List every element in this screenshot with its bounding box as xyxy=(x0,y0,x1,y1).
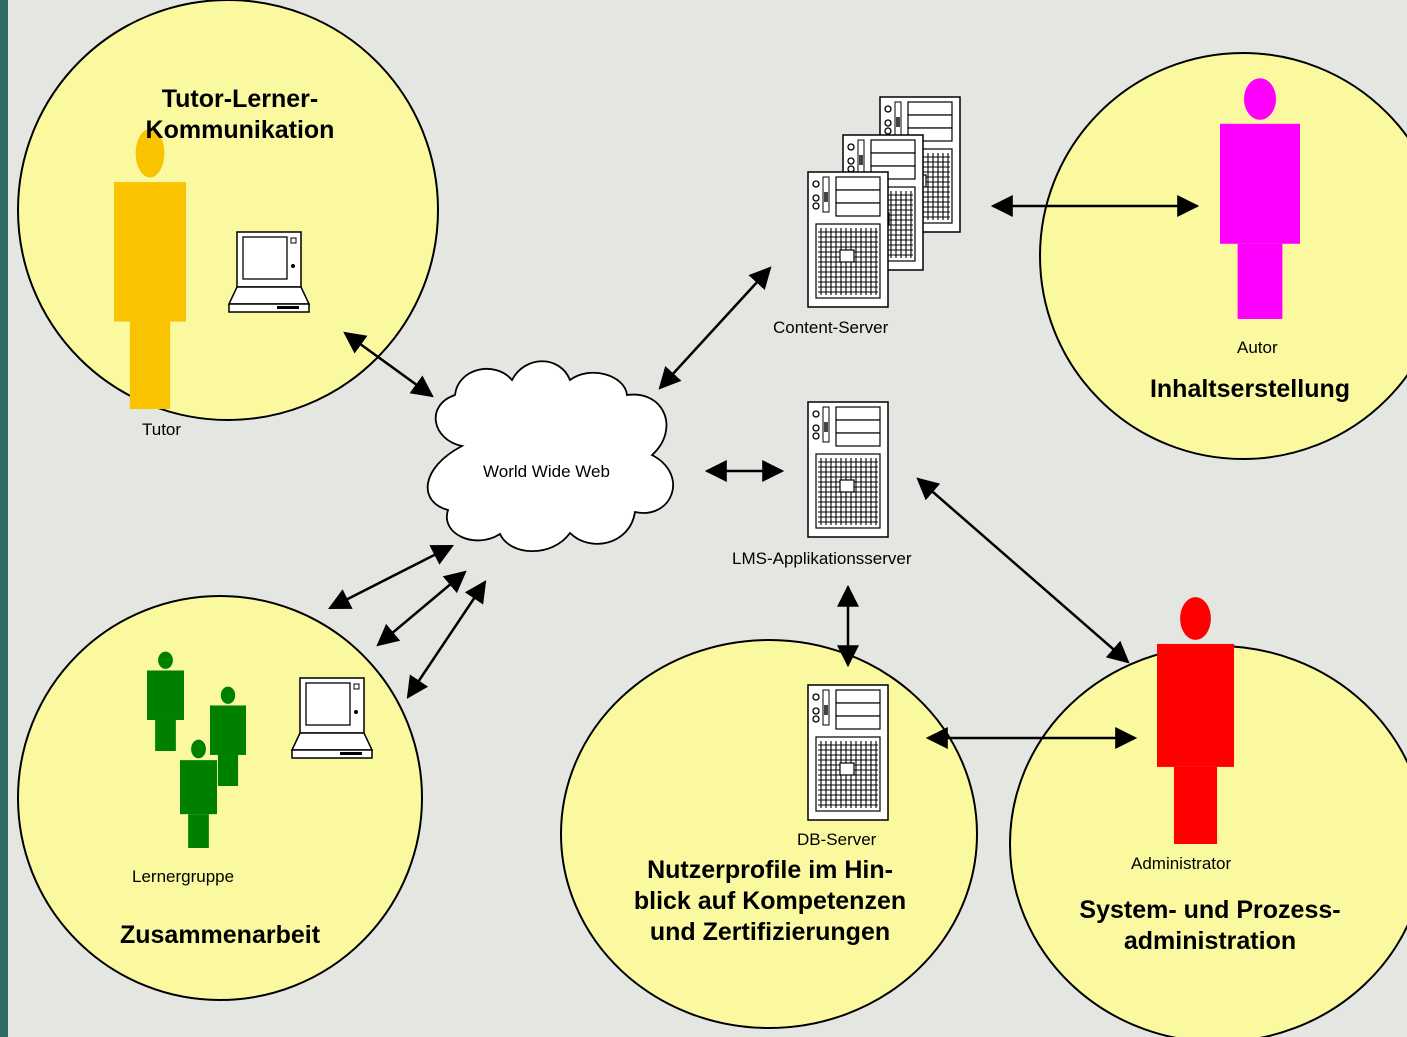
arrow-www-content xyxy=(658,266,772,390)
zone-autor-title: Inhaltserstellung xyxy=(1149,375,1351,403)
lms-server-label: LMS-Applikationsserver xyxy=(732,549,912,568)
connection-arrows xyxy=(328,195,1200,749)
arrow-group-www-2 xyxy=(376,570,467,647)
zone-tutor-circle xyxy=(17,0,439,421)
www-cloud xyxy=(426,360,674,553)
zone-db-circle xyxy=(560,639,978,1029)
admin-label: Administrator xyxy=(1131,854,1232,873)
arrow-lms-admin xyxy=(916,477,1130,664)
autor-label: Autor xyxy=(1237,338,1278,357)
arrow-group-www-3 xyxy=(406,580,487,699)
slide-side-bar xyxy=(0,0,8,1037)
group-label: Lernergruppe xyxy=(132,867,235,886)
cloud-label: World Wide Web xyxy=(483,462,610,481)
zone-tutor-title: Tutor-Lerner- Kommunikation xyxy=(145,85,335,144)
tutor-laptop xyxy=(228,231,310,313)
db-server-label: DB-Server xyxy=(797,830,877,849)
zone-db-title: Nutzerprofile im Hin- blick auf Kompeten… xyxy=(633,856,907,946)
arrow-tutor-www xyxy=(343,331,434,398)
db-server xyxy=(807,684,889,821)
content-server-stack xyxy=(807,96,961,308)
lms-server xyxy=(807,401,889,538)
zone-circles xyxy=(17,0,1407,1037)
group-laptop xyxy=(291,677,373,759)
zone-admin-title: System- und Prozess- administration xyxy=(1079,896,1341,955)
zone-group-title: Zusammenarbeit xyxy=(119,921,321,949)
tutor-label: Tutor xyxy=(142,420,182,439)
zone-autor-circle xyxy=(1039,52,1407,460)
content-server-label: Content-Server xyxy=(773,318,889,337)
